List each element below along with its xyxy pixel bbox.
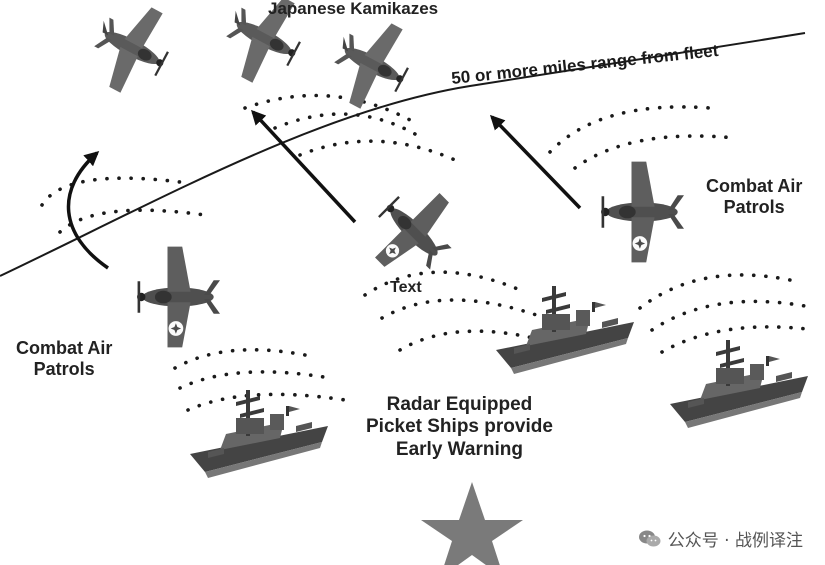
- patrol-plane-left: [137, 246, 220, 348]
- kamikaze-plane-3: [317, 6, 425, 121]
- cap-left-line2: Patrols: [33, 359, 95, 380]
- arrow-right: [489, 114, 582, 210]
- range-line: [0, 32, 806, 277]
- kamikazes-label: Japanese Kamikazes: [268, 0, 439, 18]
- arrow-center: [251, 109, 357, 224]
- radar-arcs: [40, 93, 817, 412]
- patrol-plane-center: [355, 173, 474, 292]
- cap-right-label: Combat Air Patrols: [706, 176, 802, 218]
- picket-line2: Picket Ships provide: [366, 416, 553, 438]
- picket-label: Radar Equipped Picket Ships provide Earl…: [366, 394, 553, 461]
- picket-line1: Radar Equipped: [386, 394, 533, 415]
- picket-line3: Early Warning: [395, 438, 523, 460]
- center-plane-label: Text: [390, 279, 422, 296]
- cap-left-line1: Combat Air: [16, 338, 113, 358]
- wechat-icon: [638, 530, 661, 546]
- arrow-left-cap: [66, 151, 109, 270]
- watermark-text: 公众号 · 战例译注: [667, 531, 803, 551]
- kamikaze-plane-1: [77, 0, 185, 105]
- cap-right-line2: Patrols: [723, 197, 785, 218]
- fleet-star: [421, 482, 523, 565]
- watermark: 公众号 · 战例译注: [638, 526, 803, 551]
- patrol-plane-right: [601, 161, 684, 263]
- patrol-planes: [137, 161, 684, 348]
- arrows: [66, 109, 582, 270]
- range-label: 50 or more miles range from fleet: [450, 41, 719, 88]
- picket-ship-right: [670, 340, 808, 428]
- picket-ship-center: [496, 286, 634, 374]
- cap-left-label: Combat Air Patrols: [16, 338, 112, 380]
- cap-right-line1: Combat Air: [706, 176, 803, 196]
